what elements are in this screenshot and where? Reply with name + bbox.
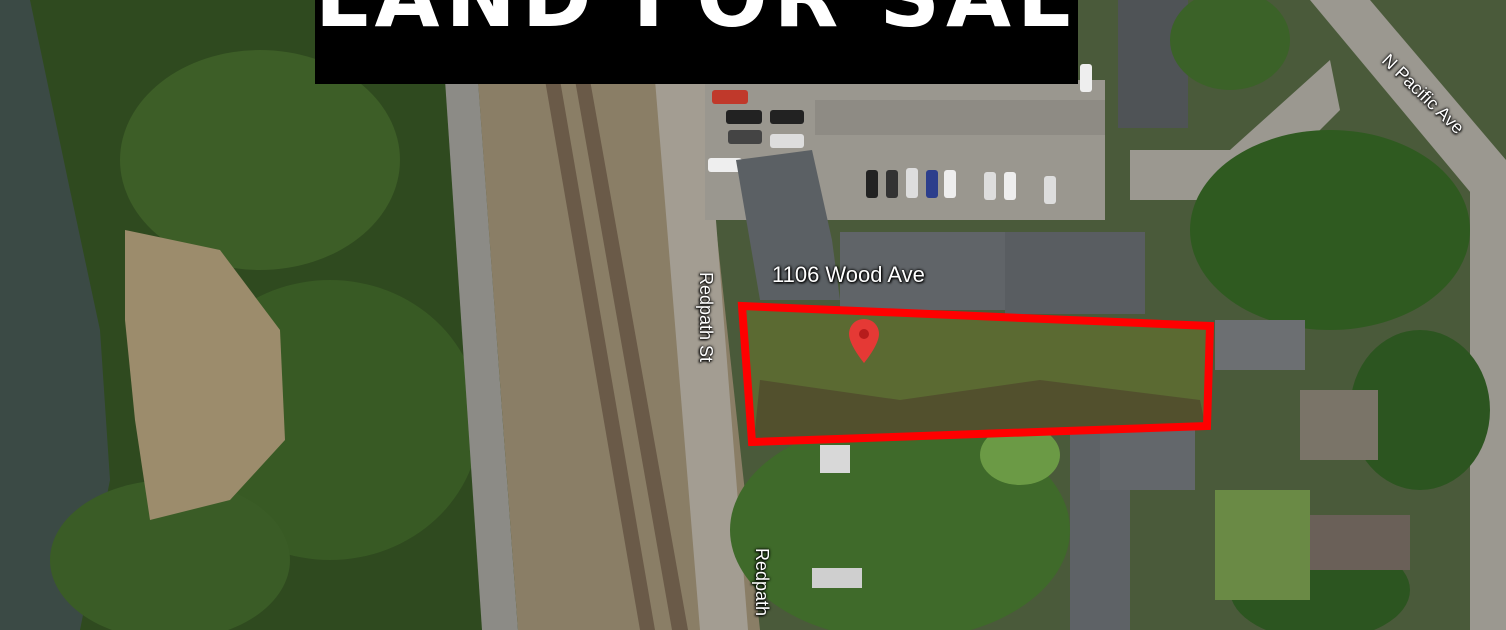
banner-title: LAND FOR SALE [315,0,1078,46]
location-pin-icon[interactable] [848,318,880,364]
sale-banner: LAND FOR SALE [315,0,1078,84]
address-label: 1106 Wood Ave [772,262,925,287]
street-label-redpath-st: Redpath St [696,272,716,363]
street-label-redpath-lower: Redpath [752,548,772,617]
parcel-outline[interactable] [737,301,1215,447]
